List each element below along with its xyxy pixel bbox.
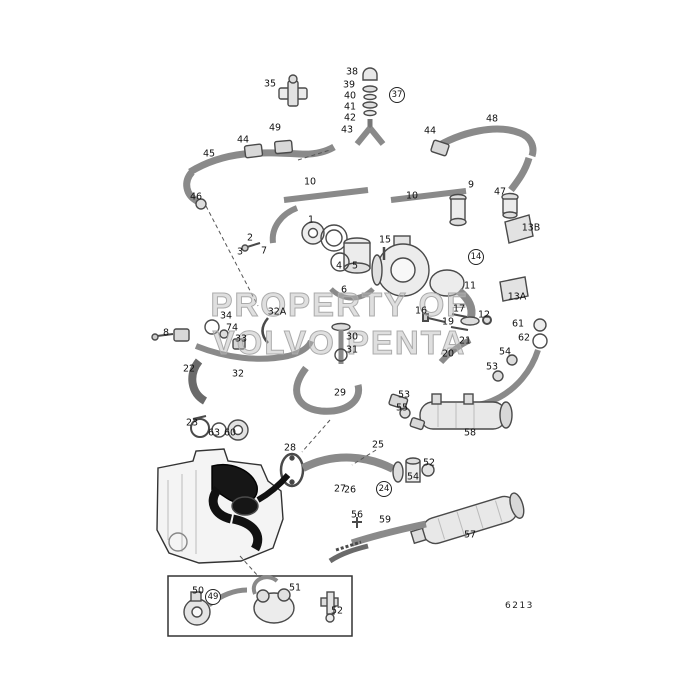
callout-63: 63 bbox=[207, 427, 221, 439]
small-bolts-art bbox=[422, 313, 492, 331]
callout-20: 20 bbox=[441, 348, 455, 360]
mid-fittings-art bbox=[388, 393, 426, 431]
callout-30: 30 bbox=[345, 331, 359, 343]
pipe-59-art bbox=[328, 517, 427, 564]
callout-50: 50 bbox=[191, 585, 205, 597]
valve-washer-stack-art bbox=[354, 67, 386, 146]
oil-cooler-art bbox=[419, 393, 513, 430]
callout-59: 59 bbox=[378, 514, 392, 526]
callout-2: 2 bbox=[246, 232, 254, 244]
brackets-13-art bbox=[499, 214, 534, 302]
callout-24: 24 bbox=[376, 481, 392, 497]
callout-16: 16 bbox=[414, 305, 428, 317]
callout-14: 14 bbox=[468, 249, 484, 265]
callout-32A: 32A bbox=[267, 306, 287, 318]
callout-9: 9 bbox=[467, 179, 475, 191]
callout-41: 41 bbox=[343, 101, 357, 113]
clamps-art bbox=[190, 415, 249, 441]
callout-48: 48 bbox=[485, 113, 499, 125]
muffler-art bbox=[409, 492, 525, 545]
exhaust-pipe-art bbox=[301, 453, 435, 483]
callout-28: 28 bbox=[283, 442, 297, 454]
callout-40: 40 bbox=[343, 90, 357, 102]
callout-44: 44 bbox=[236, 134, 250, 146]
callout-52: 52 bbox=[330, 605, 344, 617]
callout-3: 3 bbox=[236, 246, 244, 258]
callout-58: 58 bbox=[463, 427, 477, 439]
callout-54: 54 bbox=[498, 346, 512, 358]
callout-8: 8 bbox=[162, 327, 170, 339]
callout-31: 31 bbox=[345, 344, 359, 356]
callout-15: 15 bbox=[378, 234, 392, 246]
callout-49: 49 bbox=[205, 589, 221, 605]
flange-28-art bbox=[279, 452, 305, 488]
callout-13B: 13B bbox=[521, 222, 541, 234]
hose-top-right-art bbox=[430, 125, 537, 219]
callout-43: 43 bbox=[340, 124, 354, 136]
pipe-30-art bbox=[331, 322, 351, 364]
callout-35: 35 bbox=[263, 78, 277, 90]
callout-22: 22 bbox=[182, 363, 196, 375]
callout-5: 5 bbox=[351, 260, 359, 272]
callout-6: 6 bbox=[340, 284, 348, 296]
callout-57: 57 bbox=[463, 529, 477, 541]
callout-44: 44 bbox=[423, 125, 437, 137]
callout-56: 56 bbox=[350, 509, 364, 521]
callout-47: 47 bbox=[493, 186, 507, 198]
callout-21: 21 bbox=[458, 335, 472, 347]
hose-top-left-art bbox=[183, 139, 336, 210]
engine-block-art bbox=[156, 448, 291, 564]
callout-60: 60 bbox=[223, 427, 237, 439]
callout-33: 33 bbox=[234, 333, 248, 345]
callout-54: 54 bbox=[406, 471, 420, 483]
callout-26: 26 bbox=[343, 484, 357, 496]
leader-lines-art bbox=[205, 149, 377, 577]
callout-55: 55 bbox=[395, 402, 409, 414]
hose-29-art bbox=[293, 365, 363, 415]
callout-37: 37 bbox=[389, 87, 405, 103]
thermostat-pump-art bbox=[241, 205, 430, 301]
callout-29: 29 bbox=[333, 387, 347, 399]
callout-38: 38 bbox=[345, 66, 359, 78]
callout-74: 74 bbox=[225, 322, 239, 334]
callout-42: 42 bbox=[343, 112, 357, 124]
callout-4: 4 bbox=[335, 260, 343, 272]
callout-51: 51 bbox=[288, 582, 302, 594]
callout-17: 17 bbox=[452, 303, 466, 315]
callout-32: 32 bbox=[231, 368, 245, 380]
callout-25: 25 bbox=[371, 439, 385, 451]
callout-45: 45 bbox=[202, 148, 216, 160]
figure-number: 6213 bbox=[505, 601, 534, 611]
left-fittings-art bbox=[151, 317, 314, 405]
callout-53: 53 bbox=[397, 389, 411, 401]
hoses-10-art bbox=[283, 187, 467, 203]
callout-27: 27 bbox=[333, 483, 347, 495]
callout-12: 12 bbox=[477, 309, 491, 321]
fitting-9-art bbox=[449, 193, 467, 227]
callout-23: 23 bbox=[185, 417, 199, 429]
callout-34: 34 bbox=[219, 310, 233, 322]
callout-53: 53 bbox=[485, 361, 499, 373]
exhaust-elbow-art bbox=[429, 269, 480, 326]
callout-39: 39 bbox=[342, 79, 356, 91]
callout-49: 49 bbox=[268, 122, 282, 134]
callout-7: 7 bbox=[260, 245, 268, 257]
callout-11: 11 bbox=[463, 280, 477, 292]
callout-19: 19 bbox=[441, 316, 455, 328]
callout-62: 62 bbox=[517, 332, 531, 344]
callout-13A: 13A bbox=[507, 291, 527, 303]
callout-1: 1 bbox=[307, 214, 315, 226]
callout-10: 10 bbox=[303, 176, 317, 188]
t-fitting-art bbox=[278, 74, 308, 107]
callout-46: 46 bbox=[189, 191, 203, 203]
callout-52: 52 bbox=[422, 457, 436, 469]
callout-10: 10 bbox=[405, 190, 419, 202]
right-fittings-art bbox=[438, 318, 548, 409]
callout-61: 61 bbox=[511, 318, 525, 330]
